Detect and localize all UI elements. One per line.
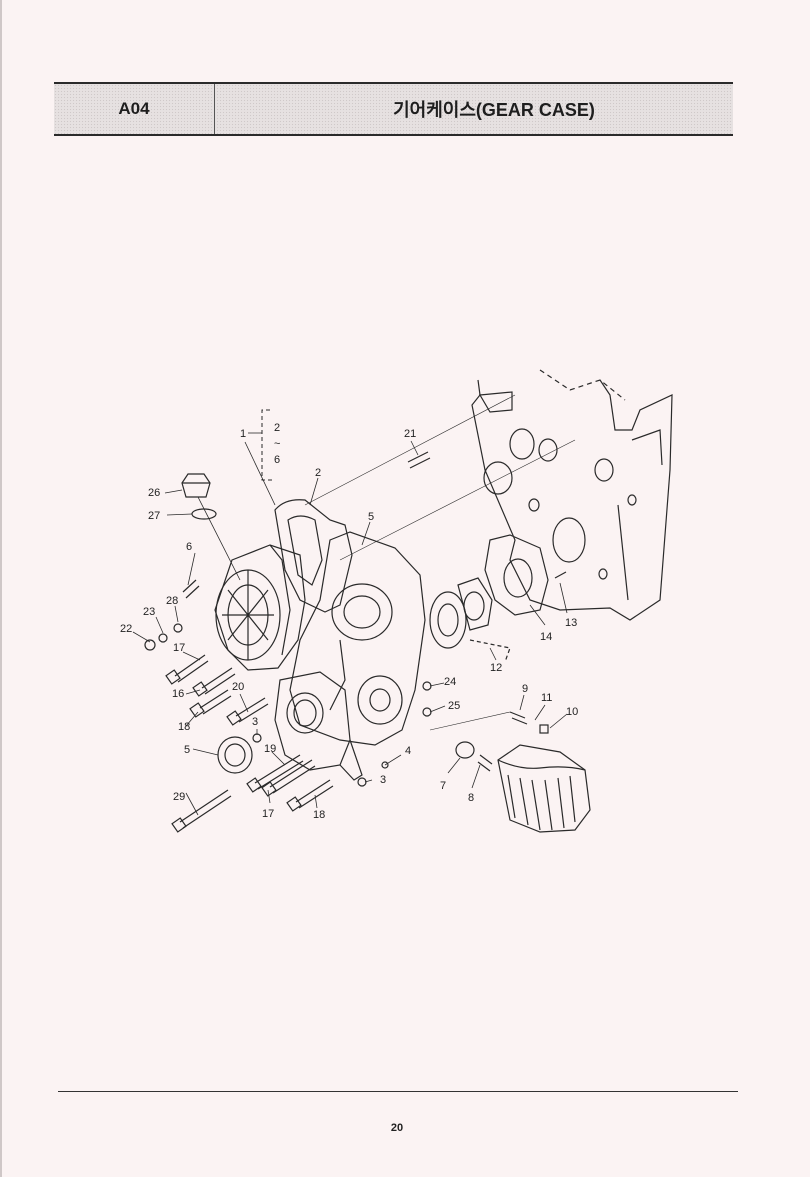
page-number: 20 (390, 1122, 404, 1134)
callout-3-lower: 3 (380, 774, 386, 786)
section-title: 기어케이스(GEAR CASE) (393, 100, 595, 120)
callout-18-lower: 18 (313, 809, 325, 821)
leader-lines (132, 394, 576, 816)
callout-labels: 1 2 ~ 6 2 21 5 26 27 6 28 23 22 17 16 20… (120, 422, 578, 821)
callout-28: 28 (166, 595, 178, 607)
gear-case-cover (289, 531, 426, 746)
callout-27: 27 (148, 510, 160, 522)
callout-14: 14 (540, 631, 552, 643)
callout-7: 7 (440, 780, 446, 792)
callout-25: 25 (448, 700, 460, 712)
callout-3-upper: 3 (252, 716, 258, 728)
callout-2: 2 (315, 467, 321, 479)
callout-20: 20 (232, 681, 244, 693)
engine-block (471, 369, 673, 621)
oil-pump-parts (429, 534, 549, 663)
callout-23: 23 (143, 606, 155, 618)
callout-8: 8 (468, 792, 474, 804)
callout-10: 10 (566, 706, 578, 718)
callout-bracket (261, 409, 275, 481)
fan-housing (214, 544, 306, 671)
callout-6-range: 6 (274, 454, 280, 466)
callout-21: 21 (404, 428, 416, 440)
gear-case-exploded-diagram: 1 2 ~ 6 2 21 5 26 27 6 28 23 22 17 16 20… (120, 369, 673, 833)
section-code: A04 (54, 84, 215, 134)
callout-19: 19 (264, 743, 276, 755)
callout-2-range: 2 (274, 422, 280, 434)
callout-range-tilde: ~ (274, 438, 280, 450)
callout-1: 1 (240, 428, 246, 440)
callout-11: 11 (541, 692, 552, 704)
callout-9: 9 (522, 683, 528, 695)
callout-22: 22 (120, 623, 132, 635)
callout-18: 18 (178, 721, 190, 733)
callout-17-lower: 17 (262, 808, 274, 820)
callout-12: 12 (490, 662, 502, 674)
callout-13: 13 (565, 617, 577, 629)
callout-4: 4 (405, 745, 411, 757)
gear-case-gasket (274, 499, 353, 613)
callout-24: 24 (444, 676, 456, 688)
callout-29: 29 (173, 791, 185, 803)
oil-filter (497, 744, 591, 833)
oil-seal (217, 736, 253, 774)
callout-17: 17 (173, 642, 185, 654)
callout-16: 16 (172, 688, 184, 700)
front-housing (274, 671, 363, 781)
section-header: A04 기어케이스(GEAR CASE) (54, 82, 733, 136)
callout-5-seal: 5 (184, 744, 190, 756)
callout-5-cover: 5 (368, 511, 374, 523)
footer-rule (58, 1091, 738, 1092)
oil-filler-cap (181, 473, 217, 520)
callout-6: 6 (186, 541, 192, 553)
page-edge (0, 0, 2, 1177)
callout-26: 26 (148, 487, 160, 499)
bolts (144, 451, 567, 833)
